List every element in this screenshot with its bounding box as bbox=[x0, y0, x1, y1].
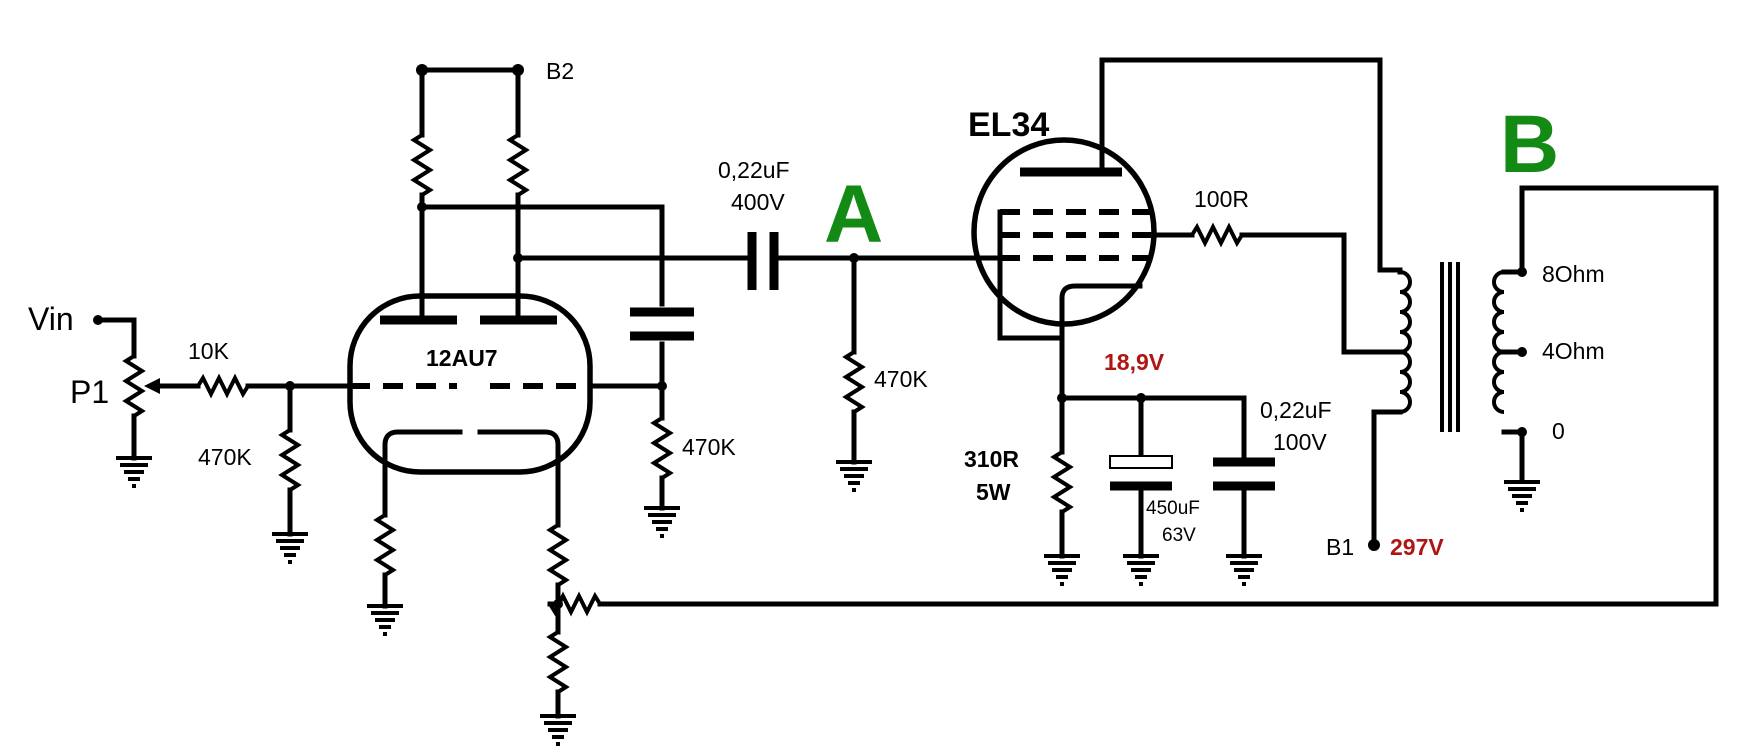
electrolytic-cap-voltage-label: 63V bbox=[1162, 525, 1196, 546]
tap-4ohm-label: 4Ohm bbox=[1542, 338, 1605, 364]
tube-12au7-label: 12AU7 bbox=[426, 345, 498, 371]
plate-load-resistor-left bbox=[410, 133, 434, 197]
primary-winding bbox=[1399, 270, 1412, 414]
resistor-470k-bias bbox=[650, 416, 674, 480]
ground-symbol bbox=[367, 604, 403, 636]
input-section bbox=[93, 315, 353, 564]
b1-label: B1 bbox=[1326, 534, 1354, 560]
resistor-470k-grid bbox=[278, 428, 302, 492]
feedback-resistor bbox=[548, 591, 602, 617]
el34-cathode bbox=[1059, 283, 1143, 338]
ground-symbol bbox=[1044, 554, 1080, 586]
vin-label: Vin bbox=[28, 301, 74, 337]
tap-0-node bbox=[1517, 427, 1527, 437]
resistor-100r-label: 100R bbox=[1194, 186, 1249, 212]
cathode-bus bbox=[1059, 395, 1247, 461]
resistor-310r-value-label: 310R bbox=[964, 446, 1019, 472]
resistor-310r-power-label: 5W bbox=[976, 479, 1011, 505]
resistor-470k-output-grid-label: 470K bbox=[874, 366, 928, 392]
resistor-10k-label: 10K bbox=[188, 338, 230, 364]
test-point-a: A bbox=[824, 169, 883, 260]
test-point-b: B bbox=[1500, 99, 1559, 190]
tap-0-label: 0 bbox=[1552, 418, 1565, 444]
coupling-cap-value-label: 0,22uF bbox=[718, 157, 790, 183]
p1-wiper-arrow bbox=[144, 378, 160, 394]
ground-symbol bbox=[1123, 554, 1159, 586]
preamp-cathodes bbox=[367, 467, 576, 746]
ground-symbol bbox=[836, 460, 872, 492]
ground-symbol bbox=[1226, 554, 1262, 586]
potentiometer-p1 bbox=[122, 354, 146, 418]
bypass-cap-value-label: 0,22uF bbox=[1260, 397, 1332, 423]
tap-8ohm-label: 8Ohm bbox=[1542, 261, 1605, 287]
electrolytic-cap-value-label: 450uF bbox=[1146, 498, 1200, 519]
resistor-310r bbox=[1050, 450, 1074, 514]
tube-el34 bbox=[971, 137, 1158, 341]
cathode-resistor-left bbox=[373, 513, 397, 577]
bypass-cap-voltage-label: 100V bbox=[1273, 429, 1327, 455]
resistor-100r bbox=[1190, 222, 1244, 248]
cathode-resistor-right-top bbox=[546, 523, 570, 587]
plate-load-resistor-right bbox=[506, 133, 530, 197]
cap-to-right-grid-wire bbox=[587, 341, 665, 389]
resistor-470k-grid-label: 470K bbox=[198, 444, 252, 470]
tube-el34-label: EL34 bbox=[968, 106, 1049, 144]
electrolytic-cap-positive-plate bbox=[1109, 455, 1173, 469]
plate-to-transformer-wire bbox=[1099, 57, 1383, 273]
coupling-cap-voltage-label: 400V bbox=[731, 189, 785, 215]
screen-resistor-to-tap-wire bbox=[1239, 232, 1403, 355]
output-transformer bbox=[547, 57, 1719, 617]
ground-symbol bbox=[1504, 480, 1540, 512]
vin-wire bbox=[95, 317, 137, 359]
tube-12au7 bbox=[347, 293, 593, 475]
ground-symbol bbox=[272, 532, 308, 564]
coupling-stage bbox=[515, 232, 1013, 492]
b1-terminal bbox=[1368, 539, 1380, 551]
primary-top-lead bbox=[1377, 267, 1403, 275]
ground-symbol bbox=[644, 506, 680, 538]
b2-label: B2 bbox=[546, 58, 574, 84]
ground-symbol bbox=[116, 456, 152, 488]
b1-voltage-label: 297V bbox=[1390, 534, 1444, 560]
resistor-470k-output-grid bbox=[842, 350, 866, 414]
primary-bottom-lead bbox=[1371, 409, 1403, 548]
cathode-left bbox=[382, 429, 463, 473]
resistor-10k bbox=[196, 373, 250, 399]
resistor-470k-bias-label: 470K bbox=[682, 434, 736, 460]
secondary-winding bbox=[1492, 270, 1505, 414]
cathode-voltage-label: 18,9V bbox=[1104, 349, 1165, 375]
left-plate-to-cap-wire bbox=[419, 204, 665, 307]
cathode-right bbox=[477, 429, 561, 473]
suppressor-to-cathode-wire bbox=[997, 209, 1065, 341]
tap-0-lead bbox=[1501, 429, 1525, 483]
p1-label: P1 bbox=[70, 374, 109, 410]
ground-symbol bbox=[540, 714, 576, 746]
b2-supply bbox=[410, 64, 694, 538]
tap-8ohm-node bbox=[1517, 267, 1527, 277]
cathode-resistor-right-bottom bbox=[546, 630, 570, 694]
el34-cathode-network bbox=[1044, 335, 1275, 586]
